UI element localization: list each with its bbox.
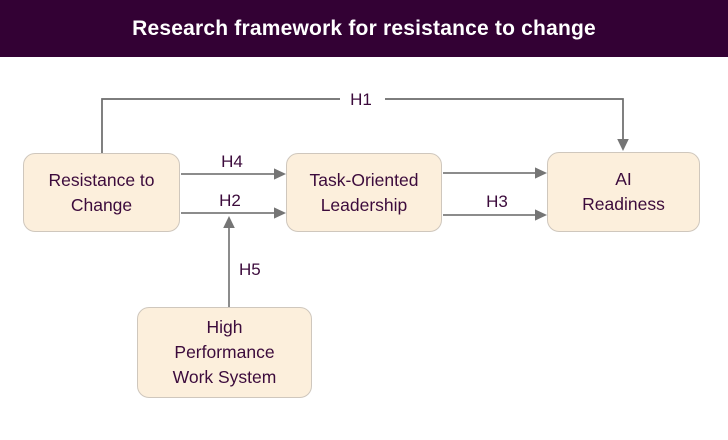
- edge-h3-label: H3: [486, 192, 508, 211]
- edge-h2-label: H2: [219, 191, 241, 210]
- edge-h1: H1: [101, 90, 629, 153]
- arrowhead-right-icon: [274, 207, 286, 219]
- edge-h1-label: H1: [350, 90, 372, 109]
- page-title: Research framework for resistance to cha…: [132, 16, 596, 40]
- arrowhead-down-icon: [617, 139, 629, 151]
- edge-h4-label: H4: [221, 152, 243, 171]
- header-bar: Research framework for resistance to cha…: [0, 0, 728, 57]
- arrowhead-right-icon: [535, 209, 547, 221]
- arrowhead-up-icon: [223, 216, 235, 228]
- edge-h2: H2: [181, 191, 286, 219]
- edge-h3: H3: [443, 192, 547, 221]
- node-task-oriented-leadership: Task-Oriented Leadership: [286, 153, 442, 232]
- edge-h5: H5: [223, 216, 261, 307]
- node-high-performance-work-system: High Performance Work System: [137, 307, 312, 398]
- edge-h4: H4: [181, 152, 286, 180]
- edge-h5-label: H5: [239, 260, 261, 279]
- node-ai-readiness: AI Readiness: [547, 152, 700, 232]
- edge-mediation-upper: [443, 167, 547, 179]
- arrowhead-right-icon: [274, 168, 286, 180]
- arrowhead-right-icon: [535, 167, 547, 179]
- node-resistance-to-change: Resistance to Change: [23, 153, 180, 232]
